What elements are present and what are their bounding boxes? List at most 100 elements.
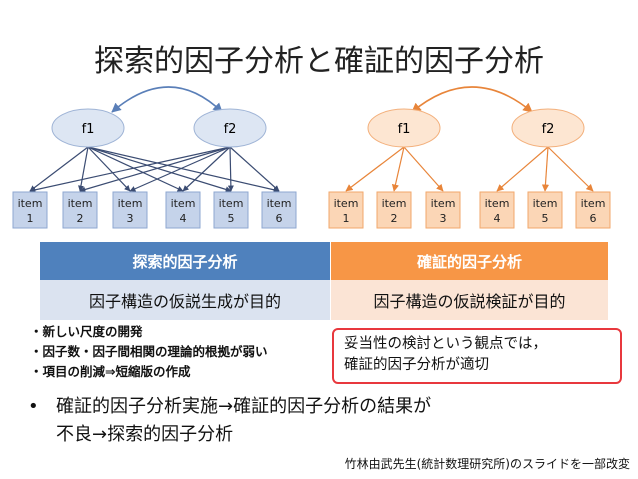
bullet-line: 確証的因子分析実施→確証的因子分析の結果が bbox=[56, 396, 432, 417]
note-item: ・項目の削減⇒短縮版の作成 bbox=[30, 364, 191, 379]
right-item-3: item 3 bbox=[425, 191, 461, 229]
left-loading-f1-item2 bbox=[78, 146, 89, 192]
header-cfa: 確証的因子分析 bbox=[331, 242, 608, 280]
right-factor-f2: f2 bbox=[511, 108, 585, 148]
right-item-number: 3 bbox=[440, 212, 447, 225]
left-item-number: 5 bbox=[228, 212, 235, 225]
left-item-box bbox=[62, 191, 98, 229]
left-item-number: 2 bbox=[77, 212, 84, 225]
left-loading-f2-item3 bbox=[129, 146, 231, 192]
efa-use-notes: ・新しい尺度の開発 ・因子数・因子間相関の理論的根拠が弱い ・項目の削減⇒短縮版… bbox=[30, 322, 268, 382]
left-item-number: 4 bbox=[180, 212, 187, 225]
right-item-box bbox=[425, 191, 461, 229]
left-item-box bbox=[165, 191, 201, 229]
left-loading-f2-item1 bbox=[29, 146, 231, 193]
callout-line: 確証的因子分析が適切 bbox=[344, 357, 489, 373]
left-item-6: item 6 bbox=[261, 191, 297, 229]
left-loading-f1-item6 bbox=[87, 146, 280, 193]
right-loading-f1-item2 bbox=[391, 146, 405, 192]
left-item-word: item bbox=[219, 197, 244, 210]
validity-callout: 妥当性の検討という観点では， 確証的因子分析が適切 bbox=[332, 328, 622, 384]
left-item-word: item bbox=[18, 197, 43, 210]
right-item-box bbox=[479, 191, 515, 229]
right-factor-f1: f1 bbox=[367, 108, 441, 148]
right-loading-f2-item6 bbox=[547, 146, 594, 192]
bullet-dot: • bbox=[28, 396, 39, 417]
source-credit: 竹林由武先生(統計数理研究所)のスライドを一部改変 bbox=[344, 457, 630, 471]
left-item-box bbox=[261, 191, 297, 229]
note-item: ・因子数・因子間相関の理論的根拠が弱い bbox=[30, 344, 268, 359]
left-item-box bbox=[112, 191, 148, 229]
right-item-box bbox=[376, 191, 412, 229]
left-loading-arrows bbox=[29, 146, 280, 193]
right-item-word: item bbox=[382, 197, 407, 210]
left-loading-f1-item1 bbox=[29, 146, 89, 192]
right-loading-f1-item1 bbox=[345, 146, 405, 192]
right-item-number: 4 bbox=[494, 212, 501, 225]
right-factor-label: f2 bbox=[542, 122, 555, 137]
right-item-word: item bbox=[431, 197, 456, 210]
left-loading-f2-item2 bbox=[79, 146, 231, 193]
right-factor-ellipse bbox=[367, 108, 441, 148]
right-item-boxes: item 1 item 2 item 3 item 4 item 5 item 6 bbox=[328, 191, 611, 229]
right-factor-correlation-arc bbox=[411, 86, 533, 113]
factor-model-diagram: f1 f2 f1 f2 item1item2item3item4item5ite… bbox=[12, 86, 611, 229]
left-factor-correlation-arc bbox=[111, 86, 223, 113]
right-item-6: item 6 bbox=[575, 191, 611, 229]
right-item-word: item bbox=[533, 197, 558, 210]
bullet-point: • 確証的因子分析実施→確証的因子分析の結果が 不良→探索的因子分析 bbox=[28, 393, 431, 449]
right-item-5: item 5 bbox=[527, 191, 563, 229]
left-factor-label: f1 bbox=[82, 122, 95, 137]
left-item-boxes: item 1 item 2 item 3 item 4 item 5 item 6 bbox=[12, 191, 297, 229]
left-item-word: item bbox=[171, 197, 196, 210]
left-item-number: 1 bbox=[27, 212, 34, 225]
right-item-number: 6 bbox=[590, 212, 597, 225]
right-item-box bbox=[575, 191, 611, 229]
left-factor-ellipse bbox=[193, 108, 267, 148]
left-item-box bbox=[213, 191, 249, 229]
right-loading-arrows bbox=[345, 146, 594, 192]
header-efa: 探索的因子分析 bbox=[40, 242, 330, 280]
left-item-3: item 3 bbox=[112, 191, 148, 229]
left-loading-f2-item5 bbox=[227, 146, 234, 192]
right-factor-label: f1 bbox=[398, 122, 411, 137]
left-loading-f1-item5 bbox=[87, 146, 232, 193]
note-item: ・新しい尺度の開発 bbox=[30, 324, 143, 339]
left-item-number: 3 bbox=[127, 212, 134, 225]
right-loading-f2-item4 bbox=[496, 146, 549, 192]
left-loading-f1-item4 bbox=[87, 146, 184, 192]
left-loading-f2-item6 bbox=[229, 146, 280, 192]
left-item-1: item 1 bbox=[12, 191, 48, 229]
right-item-4: item 4 bbox=[479, 191, 515, 229]
slide-title: 探索的因子分析と確証的因子分析 bbox=[94, 44, 544, 79]
right-item-box bbox=[527, 191, 563, 229]
left-item-2: item 2 bbox=[62, 191, 98, 229]
left-factor-f1: f1 bbox=[51, 108, 125, 148]
left-factor-ellipse bbox=[51, 108, 125, 148]
left-item-4: item 4 bbox=[165, 191, 201, 229]
left-item-number: 6 bbox=[276, 212, 283, 225]
left-loading-f1-item3 bbox=[87, 146, 131, 192]
right-item-word: item bbox=[581, 197, 606, 210]
right-item-2: item 2 bbox=[376, 191, 412, 229]
right-loading-f2-item5 bbox=[541, 146, 550, 192]
left-item-word: item bbox=[118, 197, 143, 210]
left-loading-f2-item4 bbox=[182, 146, 231, 192]
bullet-line: 不良→探索的因子分析 bbox=[56, 424, 234, 445]
callout-line: 妥当性の検討という観点では， bbox=[344, 336, 547, 352]
right-item-word: item bbox=[334, 197, 359, 210]
right-factor-ellipse bbox=[511, 108, 585, 148]
right-item-number: 1 bbox=[343, 212, 350, 225]
left-item-box bbox=[12, 191, 48, 229]
right-loading-f1-item3 bbox=[403, 146, 444, 192]
left-item-5: item 5 bbox=[213, 191, 249, 229]
right-item-number: 5 bbox=[542, 212, 549, 225]
left-item-word: item bbox=[267, 197, 292, 210]
efa-purpose-cell: 因子構造の仮説生成が目的 bbox=[40, 280, 330, 320]
right-item-word: item bbox=[485, 197, 510, 210]
left-factor-f2: f2 bbox=[193, 108, 267, 148]
cfa-purpose-cell: 因子構造の仮説検証が目的 bbox=[331, 280, 608, 320]
right-item-number: 2 bbox=[391, 212, 398, 225]
left-item-word: item bbox=[68, 197, 93, 210]
right-item-box bbox=[328, 191, 364, 229]
